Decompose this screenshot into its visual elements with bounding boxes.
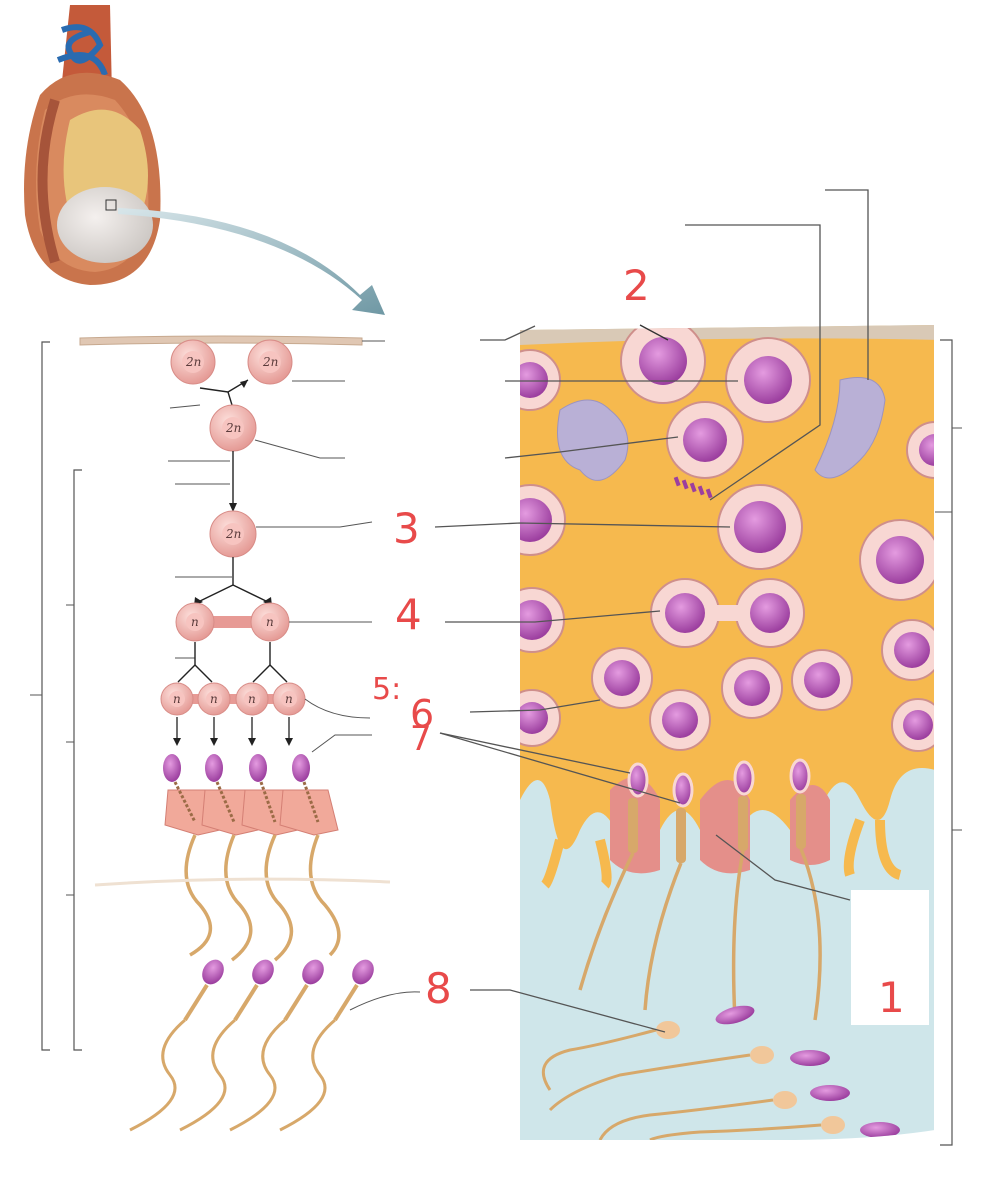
ploidy-n-f: n [285, 692, 293, 706]
label-7: 7 [410, 719, 432, 759]
label-4: 4 [395, 590, 422, 639]
spermatid-row [160, 682, 306, 716]
ploidy-2n-c: 2n [225, 421, 241, 435]
magnify-arrow [118, 208, 385, 315]
down-arrows [176, 717, 290, 740]
label-8: 8 [425, 964, 452, 1013]
mature-sperm-left [129, 959, 374, 1132]
ploidy-n-c: n [173, 692, 181, 706]
leader-lines [434, 189, 869, 1033]
label-5: 5: [372, 672, 402, 707]
ploidy-2n-b: 2n [262, 355, 278, 369]
ploidy-n-e: n [248, 692, 256, 706]
ploidy-n-a: n [191, 615, 199, 629]
ploidy-n-d: n [210, 692, 218, 706]
left-schematic: 2n 2n 2n 2n n n [30, 335, 421, 1132]
tissue-spermatids [578, 758, 830, 1021]
label-3: 3 [393, 504, 420, 553]
ploidy-2n-d: 2n [225, 527, 241, 541]
label-6: 6 [410, 692, 435, 736]
ploidy-n-b: n [266, 615, 274, 629]
elongating-spermatids [163, 754, 341, 962]
tissue-cells [520, 325, 935, 752]
label-2: 2 [623, 261, 650, 310]
label-1: 1 [878, 973, 905, 1022]
ploidy-2n-a: 2n [185, 355, 201, 369]
tissue-section [520, 325, 936, 1140]
testis-inset [24, 5, 161, 286]
lumen-sperm [541, 1005, 900, 1140]
label-box-1 [851, 890, 929, 1025]
right-bracket [940, 339, 953, 1146]
